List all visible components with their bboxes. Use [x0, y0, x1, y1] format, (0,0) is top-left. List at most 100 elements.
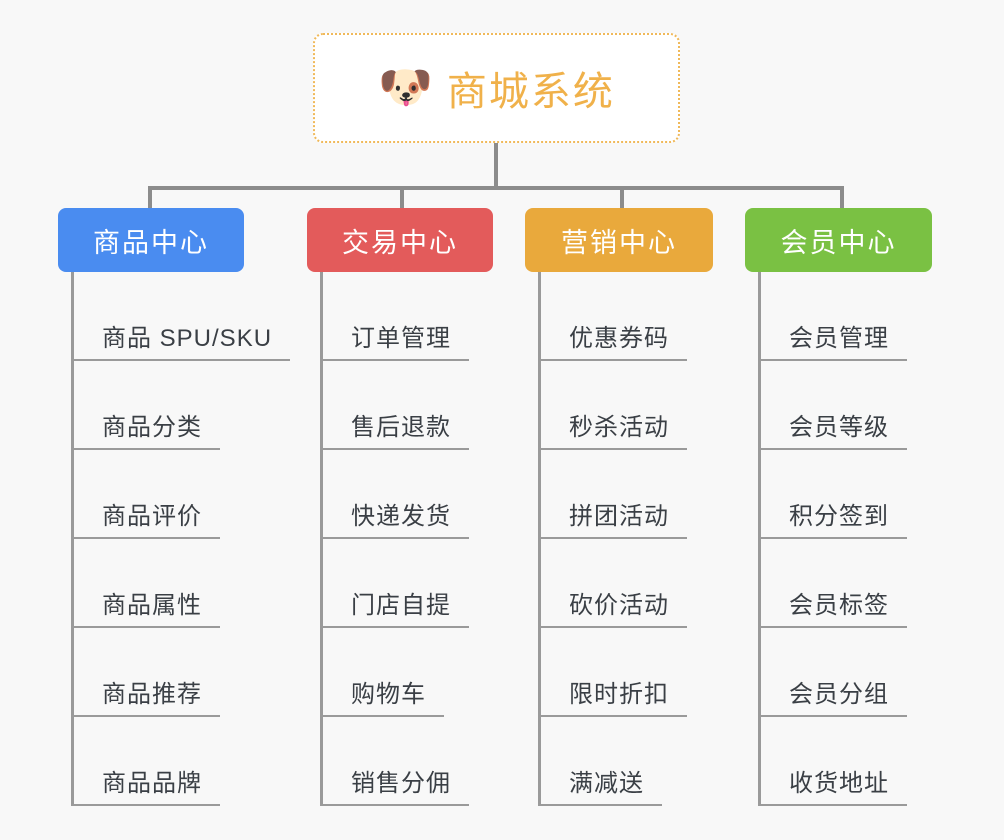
- list-item-label: 商品分类: [102, 414, 202, 441]
- branch-spine-2: [320, 272, 323, 806]
- list-item[interactable]: 商品分类: [58, 361, 244, 450]
- list-item[interactable]: 订单管理: [307, 272, 493, 361]
- list-item-label: 积分签到: [789, 503, 889, 530]
- list-item-label: 秒杀活动: [569, 414, 669, 441]
- list-item-label: 售后退款: [351, 414, 451, 441]
- branch-leaf-list-4: 会员管理 会员等级 积分签到 会员标签 会员分组 收货地址: [745, 272, 932, 806]
- list-item-label: 购物车: [351, 681, 426, 708]
- branch-spine-3: [538, 272, 541, 806]
- list-item[interactable]: 快递发货: [307, 450, 493, 539]
- drop-connector-1: [148, 186, 152, 210]
- list-item[interactable]: 收货地址: [745, 717, 932, 806]
- list-item[interactable]: 商品 SPU/SKU: [58, 272, 291, 361]
- list-item-label: 订单管理: [351, 325, 451, 352]
- leaf-underline: 商品评价: [74, 496, 220, 539]
- list-item-label: 优惠券码: [569, 325, 669, 352]
- list-item[interactable]: 商品评价: [58, 450, 244, 539]
- leaf-underline: 商品品牌: [74, 763, 220, 806]
- list-item[interactable]: 秒杀活动: [525, 361, 713, 450]
- list-item[interactable]: 销售分佣: [307, 717, 493, 806]
- leaf-underline: 积分签到: [761, 496, 907, 539]
- leaf-underline: 会员标签: [761, 585, 907, 628]
- leaf-underline: 优惠券码: [541, 318, 687, 361]
- leaf-underline: 会员分组: [761, 674, 907, 717]
- list-item[interactable]: 购物车: [307, 628, 493, 717]
- leaf-underline: 满减送: [541, 763, 662, 806]
- leaf-underline: 会员等级: [761, 407, 907, 450]
- leaf-underline: 砍价活动: [541, 585, 687, 628]
- list-item[interactable]: 会员分组: [745, 628, 932, 717]
- root-stem-connector: [494, 143, 498, 189]
- leaf-underline: 商品分类: [74, 407, 220, 450]
- leaf-underline: 会员管理: [761, 318, 907, 361]
- list-item-label: 会员标签: [789, 592, 889, 619]
- leaf-underline: 门店自提: [323, 585, 469, 628]
- list-item-label: 商品属性: [102, 592, 202, 619]
- list-item-label: 商品评价: [102, 503, 202, 530]
- list-item[interactable]: 限时折扣: [525, 628, 713, 717]
- branch-column-4: 会员中心 会员管理 会员等级 积分签到 会员标签 会员分组 收货地址: [745, 208, 932, 806]
- list-item-label: 收货地址: [789, 770, 889, 797]
- list-item-label: 快递发货: [351, 503, 451, 530]
- list-item[interactable]: 积分签到: [745, 450, 932, 539]
- list-item-label: 商品推荐: [102, 681, 202, 708]
- list-item[interactable]: 满减送: [525, 717, 713, 806]
- branch-header-label: 商品中心: [93, 227, 209, 258]
- branch-column-1: 商品中心 商品 SPU/SKU 商品分类 商品评价 商品属性 商品推荐 商品品牌: [58, 208, 291, 806]
- horizontal-bus-connector: [148, 186, 844, 190]
- branch-leaf-list-3: 优惠券码 秒杀活动 拼团活动 砍价活动 限时折扣 满减送: [525, 272, 713, 806]
- branch-header-2[interactable]: 交易中心: [307, 208, 493, 272]
- leaf-underline: 售后退款: [323, 407, 469, 450]
- list-item-label: 拼团活动: [569, 503, 669, 530]
- list-item-label: 商品 SPU/SKU: [102, 325, 273, 352]
- list-item-label: 会员管理: [789, 325, 889, 352]
- list-item-label: 会员分组: [789, 681, 889, 708]
- list-item[interactable]: 会员等级: [745, 361, 932, 450]
- list-item-label: 砍价活动: [569, 592, 669, 619]
- list-item-label: 销售分佣: [351, 770, 451, 797]
- leaf-underline: 商品推荐: [74, 674, 220, 717]
- list-item-label: 满减送: [569, 770, 644, 797]
- branch-spine-1: [71, 272, 74, 806]
- branch-header-4[interactable]: 会员中心: [745, 208, 932, 272]
- list-item[interactable]: 砍价活动: [525, 539, 713, 628]
- list-item[interactable]: 会员标签: [745, 539, 932, 628]
- list-item-label: 会员等级: [789, 414, 889, 441]
- list-item[interactable]: 商品属性: [58, 539, 244, 628]
- drop-connector-3: [620, 186, 624, 210]
- shiba-dog-face-icon: 🐶: [378, 63, 433, 112]
- leaf-underline: 秒杀活动: [541, 407, 687, 450]
- branch-column-3: 营销中心 优惠券码 秒杀活动 拼团活动 砍价活动 限时折扣 满减送: [525, 208, 713, 806]
- list-item[interactable]: 商品品牌: [58, 717, 244, 806]
- list-item[interactable]: 优惠券码: [525, 272, 713, 361]
- drop-connector-4: [840, 186, 844, 210]
- branch-header-label: 会员中心: [780, 227, 897, 258]
- list-item[interactable]: 售后退款: [307, 361, 493, 450]
- leaf-underline: 订单管理: [323, 318, 469, 361]
- branch-spine-4: [758, 272, 761, 806]
- leaf-underline: 拼团活动: [541, 496, 687, 539]
- branch-header-3[interactable]: 营销中心: [525, 208, 713, 272]
- branch-column-2: 交易中心 订单管理 售后退款 快递发货 门店自提 购物车 销售分佣: [307, 208, 493, 806]
- leaf-underline: 购物车: [323, 674, 444, 717]
- branch-header-1[interactable]: 商品中心: [58, 208, 244, 272]
- branch-header-label: 营销中心: [561, 227, 677, 258]
- list-item[interactable]: 会员管理: [745, 272, 932, 361]
- leaf-underline: 商品属性: [74, 585, 220, 628]
- branch-header-label: 交易中心: [342, 227, 458, 258]
- branch-leaf-list-2: 订单管理 售后退款 快递发货 门店自提 购物车 销售分佣: [307, 272, 493, 806]
- leaf-underline: 快递发货: [323, 496, 469, 539]
- list-item-label: 门店自提: [351, 592, 451, 619]
- branch-leaf-list-1: 商品 SPU/SKU 商品分类 商品评价 商品属性 商品推荐 商品品牌: [58, 272, 291, 806]
- list-item-label: 商品品牌: [102, 770, 202, 797]
- leaf-underline: 限时折扣: [541, 674, 687, 717]
- list-item[interactable]: 商品推荐: [58, 628, 244, 717]
- root-node[interactable]: 🐶 商城系统: [313, 33, 680, 143]
- list-item[interactable]: 拼团活动: [525, 450, 713, 539]
- leaf-underline: 商品 SPU/SKU: [74, 318, 291, 361]
- list-item-label: 限时折扣: [569, 681, 669, 708]
- leaf-underline: 销售分佣: [323, 763, 469, 806]
- list-item[interactable]: 门店自提: [307, 539, 493, 628]
- root-title: 商城系统: [446, 70, 615, 114]
